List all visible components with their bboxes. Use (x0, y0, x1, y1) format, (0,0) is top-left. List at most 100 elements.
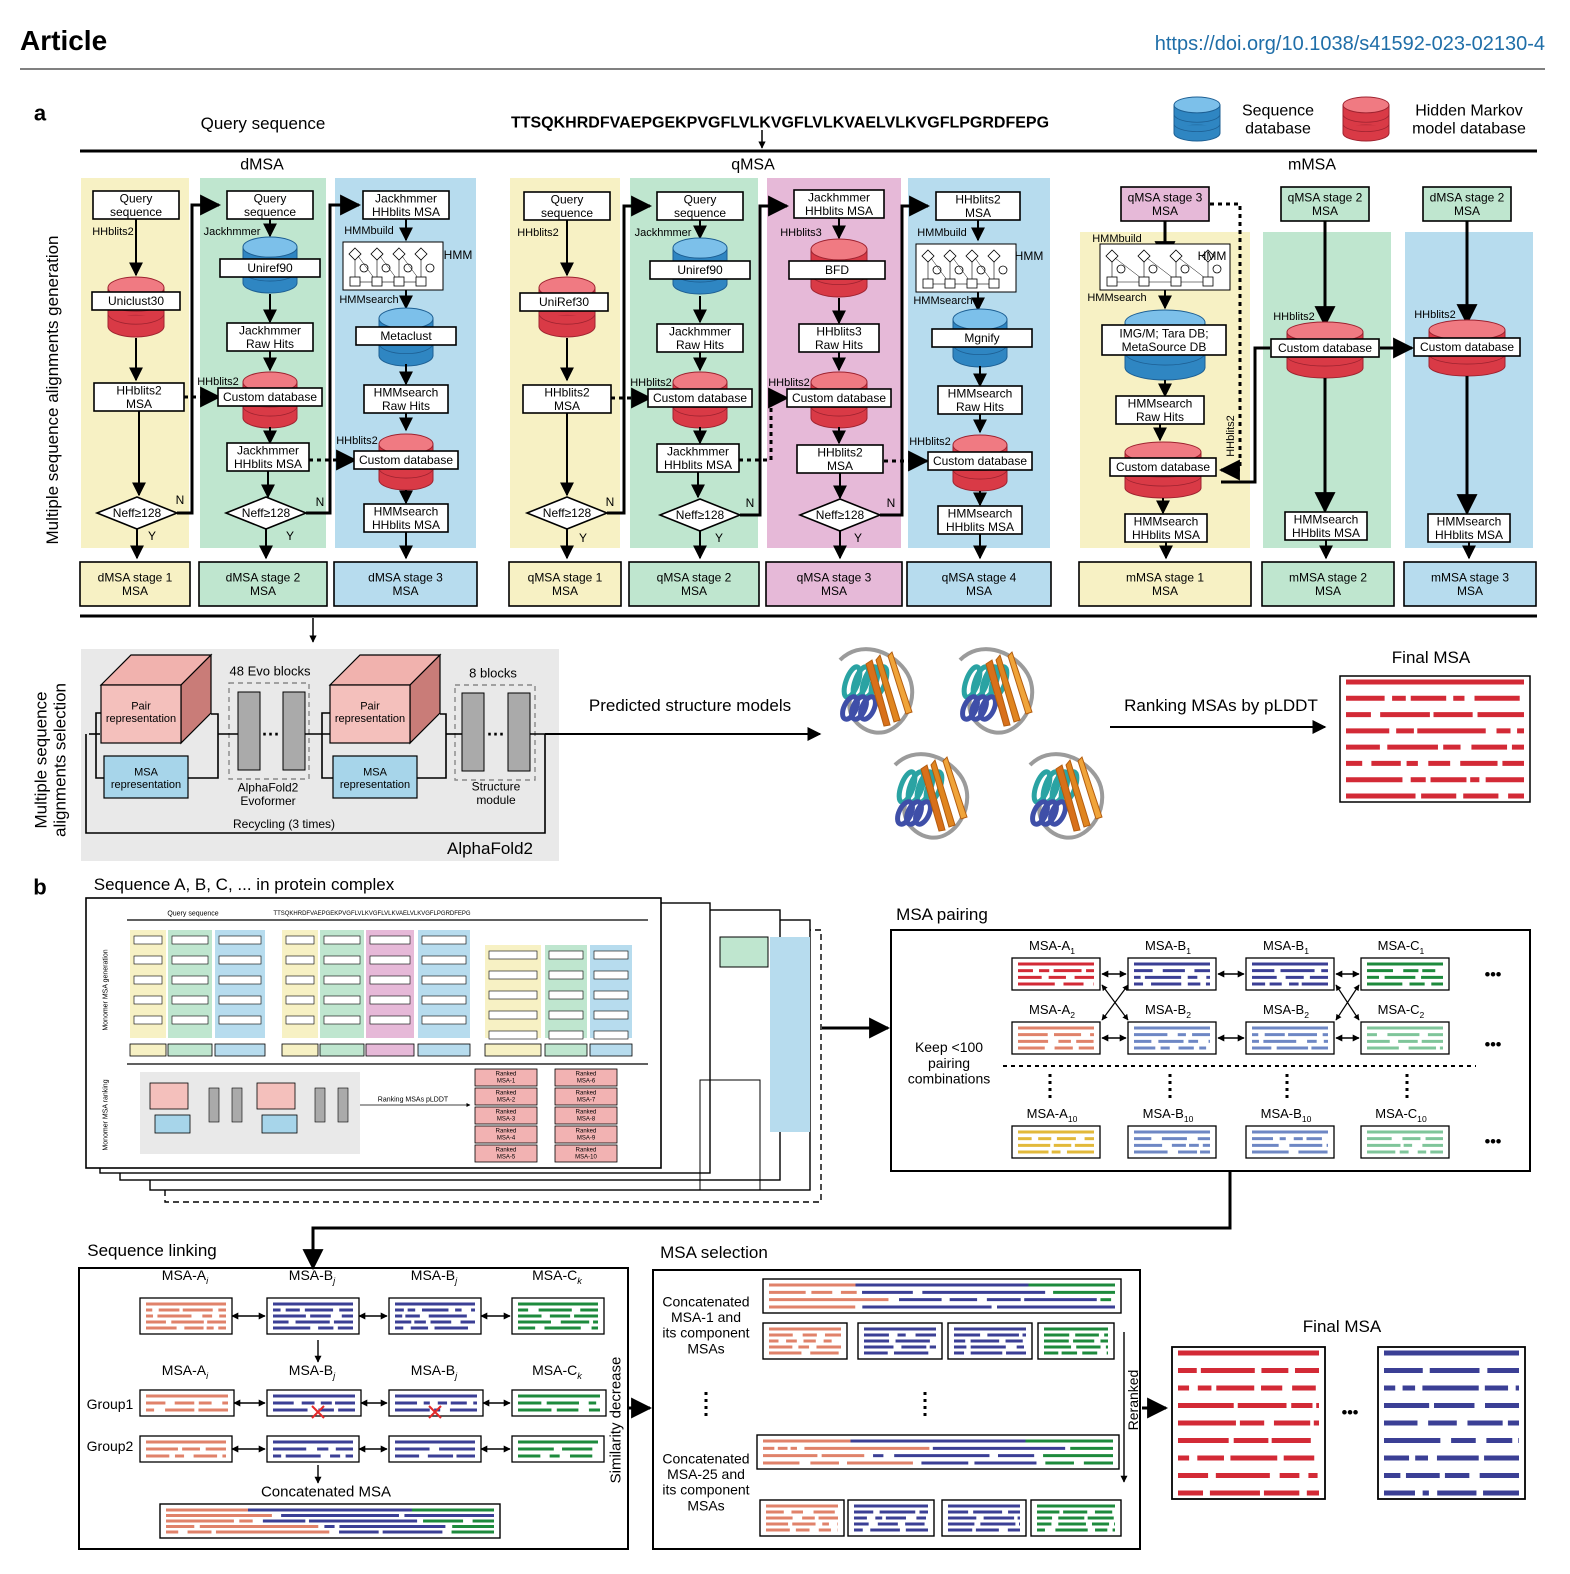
recycling-label: Recycling (3 times) (233, 817, 335, 831)
final-msa-navy-thumb (1377, 1346, 1526, 1500)
predicted-structures-label: Predicted structure models (589, 696, 791, 715)
m1-edge-hmmbuild: HMMbuild (1092, 233, 1142, 245)
m1-custom-label-frame (1109, 457, 1217, 477)
thumb-node (285, 1015, 315, 1025)
thumb-seq: TTSQKHRDFVAEPGEKPVGFLVLKVGFLVLKVAELVLKVG… (273, 911, 471, 917)
d3-metaclust-label: Metaclust (380, 329, 432, 343)
m1-edge-hmmsearch: HMMsearch (1087, 292, 1146, 304)
thumb-node (369, 955, 411, 965)
thumb-node (421, 1015, 467, 1025)
label-subscript: 1 (1304, 946, 1309, 956)
d2-custom-label-label: Custom database (223, 390, 317, 404)
q4-hmm-label: HMM (1015, 249, 1044, 263)
msa-pairing-label: MSA pairing (896, 905, 988, 924)
d3-edge-hhblits2: HHblits2 (336, 435, 378, 447)
pair-thumb-12 (1360, 1125, 1450, 1159)
q3-to-q4-arrow (880, 195, 931, 517)
d2-custom-label-frame (217, 387, 323, 407)
thumb-out-8 (484, 1043, 542, 1057)
q2-query-frame (656, 191, 744, 221)
q3-custom-db (810, 371, 868, 429)
d1-neff: Neff≥128 (113, 506, 162, 520)
protein-structure-4 (1028, 752, 1105, 840)
thumb-node (421, 955, 467, 965)
q3-n: N (887, 496, 896, 510)
msa-rep-2 (332, 755, 418, 799)
thumb-ranked-box (554, 1087, 618, 1106)
pair-header-7: MSA-B2 (1263, 1002, 1309, 1020)
label-base: MSA-B (1263, 938, 1304, 953)
q4-mgnify-frame (931, 328, 1033, 348)
link-thumb-g2-2 (266, 1435, 360, 1463)
pairing-to-linking-arrow (302, 1172, 1232, 1271)
final-msa-more-dots: ••• (1342, 1405, 1359, 1422)
label-subscript: 2 (1420, 1010, 1425, 1020)
stage-output-2 (198, 561, 328, 607)
pair-header-10: MSA-B10 (1143, 1106, 1194, 1124)
thumb-node (369, 1015, 411, 1025)
thumb-node (285, 995, 315, 1005)
label-base: MSA-A (1027, 1106, 1069, 1121)
label-base: MSA-A (162, 1362, 207, 1378)
query-sequence-text: TTSQKHRDFVAEPGEKPVGFLVLKVGFLVLKVAELVLKVG… (511, 115, 1049, 132)
thumb-out-6 (365, 1043, 415, 1057)
pair-thumb-3 (1245, 957, 1335, 991)
q2-uniref90-frame (649, 260, 751, 280)
label-subscript: 10 (1417, 1114, 1427, 1124)
stage-output-7 (906, 561, 1052, 607)
thumb-node (133, 955, 163, 965)
label-base: MSA-B (1145, 1002, 1186, 1017)
label-subscript: 10 (1068, 1114, 1078, 1124)
pair-thumb-8 (1360, 1021, 1450, 1055)
label-base: MSA-B (411, 1362, 455, 1378)
msa-selection-box (652, 1269, 1141, 1550)
side-label-selection: Multiple sequencealignments selection (31, 683, 69, 837)
struct-dots: ··· (487, 724, 505, 744)
thumb-node (593, 1030, 629, 1040)
q4-top-frame (935, 191, 1021, 221)
thumb-node (369, 935, 411, 945)
d2-edge-hhblits2: HHblits2 (197, 376, 239, 388)
thumb-node (488, 970, 538, 980)
thumb-node (285, 955, 315, 965)
q1-y: Y (579, 531, 587, 545)
thumb-node (548, 1030, 584, 1040)
thumb-node (593, 970, 629, 980)
thumb-ranked-box (554, 1144, 618, 1163)
doi-link[interactable]: https://doi.org/10.1038/s41592-023-02130… (1155, 33, 1545, 55)
pair-more-dots-2: ••• (1485, 1037, 1502, 1054)
d1-edge-hhblits2: HHblits2 (92, 226, 134, 238)
thumb-node (218, 975, 262, 985)
q2-y: Y (715, 531, 723, 545)
thumb-ranked-box (554, 1106, 618, 1125)
q3-custom-label-label: Custom database (792, 391, 886, 405)
final-msa-label-b: Final MSA (1303, 1317, 1382, 1336)
pair-header-11: MSA-B10 (1261, 1106, 1312, 1124)
label-base: MSA-B (1145, 938, 1186, 953)
pair-header-3: MSA-B1 (1263, 938, 1309, 956)
evo-dashed-box (228, 682, 310, 780)
thumb-out-7 (417, 1043, 471, 1057)
q4-hmm-hhb-frame (937, 505, 1023, 535)
ranking-label: Ranking MSAs by pLDDT (1124, 696, 1318, 715)
thumb-node (218, 955, 262, 965)
label-subscript: k (577, 1276, 582, 1286)
concatenated-label: Concatenated MSA (261, 1483, 391, 1500)
thumb-ranked-box (474, 1144, 538, 1163)
label-subscript: j (331, 1371, 336, 1381)
sheet-back-list (699, 1079, 761, 1191)
